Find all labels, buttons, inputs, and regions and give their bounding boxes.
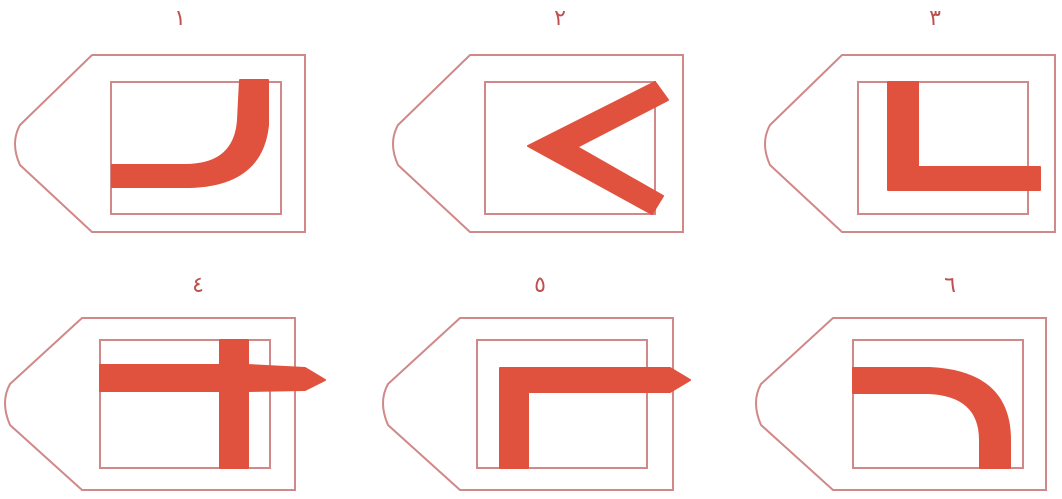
panel-label-4: ٤ [192,273,204,298]
panel-2: ٢ [393,6,683,232]
panel-5: ٥ [383,273,690,490]
panel-label-5: ٥ [534,273,546,298]
inner-frame-3 [858,82,1028,214]
mark-l-shape-3 [888,82,1040,190]
mark-inverted-l-5 [500,368,690,468]
panel-4: ٤ [5,273,325,490]
mark-chevron-2 [528,82,668,214]
panel-6: ٦ [756,273,1046,490]
panel-label-6: ٦ [944,273,956,298]
panel-label-3: ٣ [929,6,941,31]
panel-label-2: ٢ [554,6,566,31]
mark-curve-down-6 [853,368,1010,468]
panel-1: ١ [15,6,305,232]
mark-cross-4 [100,340,325,468]
panel-label-1: ١ [174,6,186,31]
mark-curve-1 [112,80,268,187]
panel-3: ٣ [765,6,1055,232]
pencil-outline-4 [5,318,295,490]
